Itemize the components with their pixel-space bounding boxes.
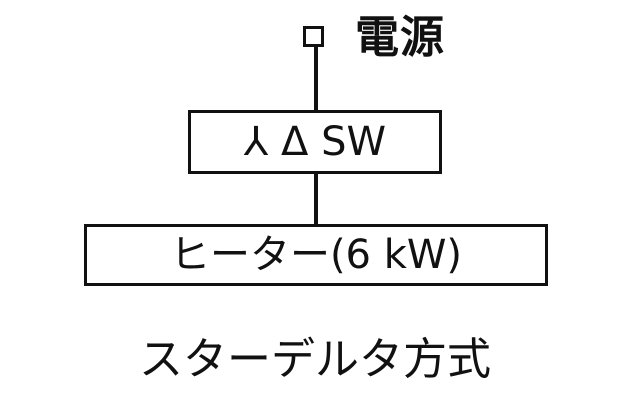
power-source-label: 電源 [355, 12, 445, 63]
switch-label: ⅄ Δ SW [243, 119, 387, 165]
wire-switch-to-heater [314, 172, 318, 226]
wire-power-to-switch [314, 47, 318, 112]
star-delta-switch-box: ⅄ Δ SW [188, 110, 442, 174]
diagram-caption: スターデルタ方式 [139, 334, 491, 385]
heater-box: ヒーター(6 kW) [84, 224, 548, 286]
heater-label: ヒーター(6 kW) [169, 232, 463, 278]
power-terminal-icon [303, 26, 324, 47]
